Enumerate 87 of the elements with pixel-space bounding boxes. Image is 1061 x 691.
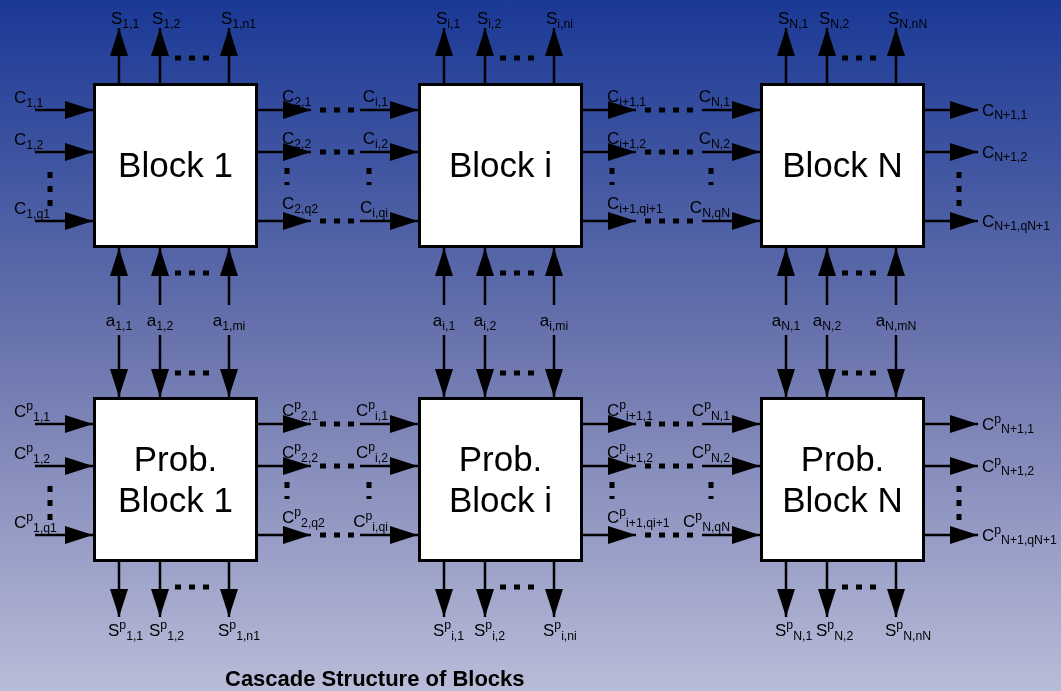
- arrow: [258, 526, 311, 544]
- arrow: [360, 526, 418, 544]
- arrow: [220, 335, 238, 397]
- arrow: [925, 212, 978, 230]
- arrow: [35, 415, 93, 433]
- block-title: Block i: [448, 145, 553, 186]
- arrow: [258, 457, 311, 475]
- arrow: [476, 28, 494, 83]
- arrow: [360, 212, 418, 230]
- block-box: [93, 397, 258, 562]
- arrow: [583, 143, 636, 161]
- arrow: [476, 335, 494, 397]
- arrow: [583, 212, 636, 230]
- arrow: [35, 526, 93, 544]
- arrow: [545, 335, 563, 397]
- arrow: [702, 415, 760, 433]
- arrow: [435, 562, 453, 617]
- arrow: [258, 212, 311, 230]
- arrow: [887, 28, 905, 83]
- block-title: Prob. Block i: [447, 439, 554, 520]
- arrow: [360, 415, 418, 433]
- block-title: Block N: [782, 145, 903, 186]
- arrow: [476, 248, 494, 305]
- arrow: [258, 101, 311, 119]
- arrow: [220, 28, 238, 83]
- arrow: [702, 143, 760, 161]
- signal-label: C$_{N+1,2}$: [982, 143, 1028, 161]
- arrow: [702, 101, 760, 119]
- arrow: [583, 526, 636, 544]
- arrow: [925, 415, 978, 433]
- arrow: [545, 28, 563, 83]
- arrow: [360, 457, 418, 475]
- arrow: [220, 562, 238, 617]
- arrow: [360, 143, 418, 161]
- signal-label: C$_{N+1,1}$: [982, 101, 1028, 119]
- block-title: Prob. Block 1: [117, 439, 234, 520]
- arrow: [583, 415, 636, 433]
- arrow: [435, 248, 453, 305]
- arrow: [258, 415, 311, 433]
- arrow: [818, 28, 836, 83]
- arrow: [151, 248, 169, 305]
- arrow: [818, 248, 836, 305]
- arrow: [545, 562, 563, 617]
- arrow: [110, 335, 128, 397]
- arrow: [887, 335, 905, 397]
- arrow: [476, 562, 494, 617]
- arrow: [110, 28, 128, 83]
- arrow: [583, 101, 636, 119]
- arrow: [777, 335, 795, 397]
- block-title: Prob. Block N: [781, 439, 904, 520]
- arrow: [151, 562, 169, 617]
- block-box: [760, 397, 925, 562]
- arrow: [702, 457, 760, 475]
- arrow: [925, 526, 978, 544]
- arrow: [110, 248, 128, 305]
- arrow: [110, 562, 128, 617]
- arrow: [777, 28, 795, 83]
- arrow: [818, 335, 836, 397]
- arrow: [35, 212, 93, 230]
- block-box: [418, 83, 583, 248]
- arrow: [151, 28, 169, 83]
- arrow: [702, 526, 760, 544]
- arrow: [360, 101, 418, 119]
- arrow: [545, 248, 563, 305]
- arrow: [35, 143, 93, 161]
- arrow: [220, 248, 238, 305]
- arrow: [925, 457, 978, 475]
- arrow: [35, 457, 93, 475]
- arrow: [818, 562, 836, 617]
- arrow: [151, 335, 169, 397]
- arrow: [35, 101, 93, 119]
- arrow: [435, 335, 453, 397]
- arrow: [925, 101, 978, 119]
- block-title: Block 1: [118, 145, 233, 186]
- arrow: [702, 212, 760, 230]
- block-box: [93, 83, 258, 248]
- arrow: [777, 248, 795, 305]
- arrow: [583, 457, 636, 475]
- arrow: [435, 28, 453, 83]
- block-box: [760, 83, 925, 248]
- arrow: [925, 143, 978, 161]
- diagram-caption: Cascade Structure of Blocks: [225, 666, 525, 691]
- arrow: [777, 562, 795, 617]
- block-box: [418, 397, 583, 562]
- arrow: [258, 143, 311, 161]
- arrow: [887, 248, 905, 305]
- arrow: [887, 562, 905, 617]
